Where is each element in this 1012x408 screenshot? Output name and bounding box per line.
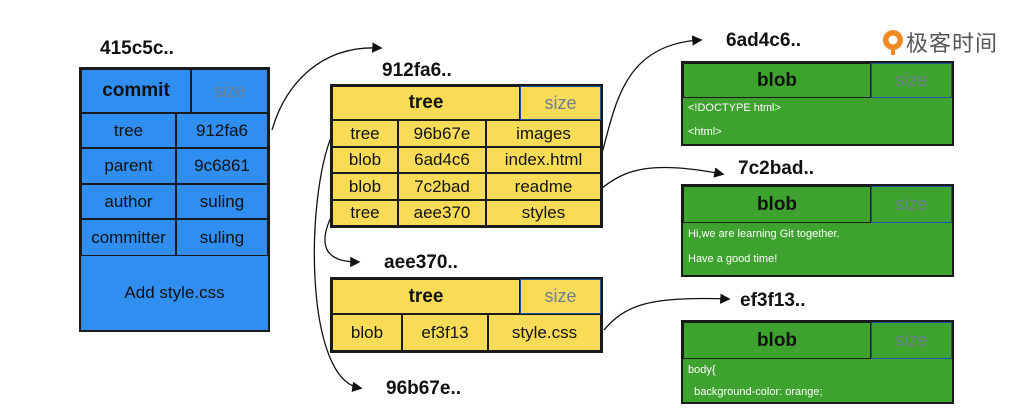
- blob-object: blob size body{ background-color: orange…: [681, 320, 954, 404]
- commit-value-author: suling: [176, 184, 268, 219]
- commit-key-parent: parent: [81, 148, 176, 184]
- tree-styles-header: tree: [332, 279, 520, 314]
- blob-content-line: Hi,we are learning Git together.: [688, 228, 840, 240]
- logo-text: 极客时间: [906, 32, 999, 57]
- commit-header: commit: [81, 69, 191, 113]
- blob-header: blob: [683, 63, 871, 98]
- blob-content-line: background-color: orange;: [688, 386, 823, 398]
- tree-root-header: tree: [332, 86, 520, 120]
- blob-object: blob size Hi,we are learning Git togethe…: [681, 184, 954, 277]
- tree-root-row-name: index.html: [486, 147, 601, 173]
- tree-styles-row-hash: ef3f13: [402, 314, 488, 351]
- blob-hash-label: 6ad4c6..: [726, 30, 801, 51]
- tree-root-size: size: [520, 86, 601, 120]
- arrow-tree-to-6ad4c6: [599, 35, 703, 161]
- blob-size: size: [871, 322, 952, 359]
- tree-styles-row-name: style.css: [488, 314, 601, 351]
- tree-root-row-name: readme: [486, 173, 601, 200]
- commit-object: commit size tree 912fa6 parent 9c6861 au…: [79, 67, 270, 332]
- tree-root-row-hash: 6ad4c6: [398, 147, 486, 173]
- commit-size: size: [191, 69, 268, 113]
- commit-value-parent: 9c6861: [176, 148, 268, 184]
- tree-root-row-name: images: [486, 120, 601, 147]
- blob-header: blob: [683, 322, 871, 359]
- blob-content-line: body{: [688, 364, 716, 376]
- blob-content-line: <html>: [688, 126, 722, 138]
- tree-styles-object: tree size blob ef3f13 style.css: [330, 277, 603, 353]
- commit-key-tree: tree: [81, 113, 176, 148]
- tree-images-hash-label: 96b67e..: [386, 378, 461, 399]
- tree-root-row-type: blob: [332, 147, 398, 173]
- blob-size: size: [871, 186, 952, 223]
- commit-message: Add style.css: [124, 283, 225, 302]
- blob-hash-label: ef3f13..: [740, 290, 806, 311]
- tree-root-row-name: styles: [486, 200, 601, 226]
- commit-value-committer: suling: [176, 219, 268, 256]
- commit-value-tree: 912fa6: [176, 113, 268, 148]
- geektime-logo-icon: [883, 30, 903, 55]
- tree-root-hash-label: 912fa6..: [382, 60, 452, 81]
- blob-hash-label: 7c2bad..: [738, 158, 815, 179]
- arrow-commit-to-tree: [271, 42, 383, 131]
- arrow-tree-to-96b67e: [313, 134, 363, 392]
- arrow-tree-to-7c2bad: [601, 166, 725, 189]
- tree-root-row-type: tree: [332, 200, 398, 226]
- commit-key-author: author: [81, 184, 176, 219]
- tree-styles-hash-label: aee370..: [384, 252, 458, 273]
- arrow-aee370-to-ef3f13: [603, 293, 731, 331]
- tree-styles-row-type: blob: [332, 314, 402, 351]
- blob-header: blob: [683, 186, 871, 223]
- tree-root-object: tree size tree 96b67e images blob 6ad4c6…: [330, 84, 603, 228]
- tree-styles-size: size: [520, 279, 601, 314]
- tree-root-row-type: tree: [332, 120, 398, 147]
- geektime-logo: 极客时间: [880, 26, 998, 58]
- blob-object: blob size <!DOCTYPE html> <html>: [681, 61, 954, 146]
- tree-root-row-hash: aee370: [398, 200, 486, 226]
- blob-size: size: [871, 63, 952, 98]
- blob-content-line: <!DOCTYPE html>: [688, 102, 781, 114]
- arrow-tree-to-aee370: [324, 214, 361, 268]
- tree-root-row-type: blob: [332, 173, 398, 200]
- commit-key-committer: committer: [81, 219, 176, 256]
- commit-hash-label: 415c5c..: [100, 38, 174, 59]
- tree-root-row-hash: 96b67e: [398, 120, 486, 147]
- tree-root-row-hash: 7c2bad: [398, 173, 486, 200]
- blob-content-line: Have a good time!: [688, 253, 778, 265]
